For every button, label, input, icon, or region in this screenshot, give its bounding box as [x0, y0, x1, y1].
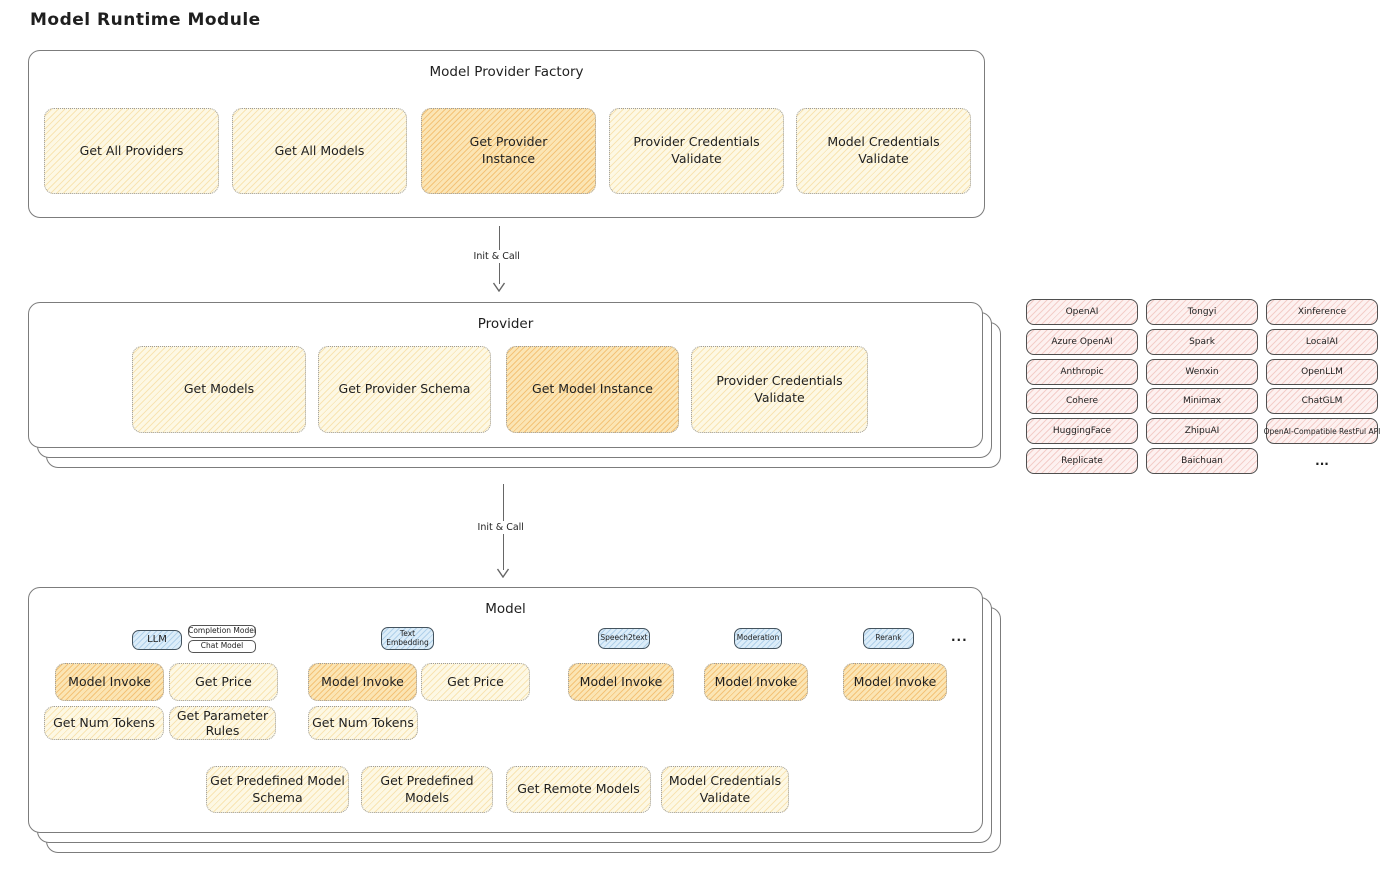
node-llm-get-num-tokens: Get Num Tokens — [44, 706, 164, 740]
node-moderation-model-invoke: Model Invoke — [704, 663, 808, 701]
provider-box: Provider Get Models Get Provider Schema … — [28, 302, 983, 448]
arrow-label: Init & Call — [468, 250, 525, 263]
provider-pill-spark: Spark — [1146, 328, 1258, 355]
arrow-provider-to-model: Init & Call — [472, 484, 529, 578]
provider-pill-anthropic: Anthropic — [1026, 358, 1138, 385]
provider-pill-azure-openai: Azure OpenAI — [1026, 328, 1138, 355]
arrowhead-icon — [492, 282, 506, 292]
node-speech2text-model-invoke: Model Invoke — [568, 663, 674, 701]
provider-pill-localai: LocalAI — [1266, 328, 1378, 355]
page-title: Model Runtime Module — [30, 10, 261, 30]
text-embedding-tag: Text Embedding — [381, 627, 434, 650]
model-box: Model LLM Completion Model Chat Model Te… — [28, 587, 983, 833]
provider-pill-chatglm: ChatGLM — [1266, 388, 1378, 415]
node-get-provider-schema: Get Provider Schema — [318, 346, 491, 433]
node-get-predefined-model-schema: Get Predefined Model Schema — [206, 766, 349, 813]
provider-pill-minimax: Minimax — [1146, 388, 1258, 415]
node-get-all-providers: Get All Providers — [44, 108, 219, 194]
node-provider-credentials-validate: Provider Credentials Validate — [691, 346, 868, 433]
provider-pill-huggingface: HuggingFace — [1026, 418, 1138, 445]
node-get-predefined-models: Get Predefined Models — [361, 766, 493, 813]
arrow-factory-to-provider: Init & Call — [468, 226, 525, 292]
speech2text-tag: Speech2text — [598, 628, 650, 649]
node-llm-model-invoke: Model Invoke — [55, 663, 164, 701]
provider-list: OpenAI Tongyi Xinference Azure OpenAI Sp… — [1026, 299, 1380, 474]
model-tags-ellipsis: ... — [951, 630, 968, 644]
node-text-embedding-model-invoke: Model Invoke — [308, 663, 417, 701]
node-llm-get-price: Get Price — [169, 663, 278, 701]
provider-pill-baichuan: Baichuan — [1146, 447, 1258, 474]
provider-pill-cohere: Cohere — [1026, 388, 1138, 415]
node-model-credentials-validate-factory: Model Credentials Validate — [796, 108, 971, 194]
node-rerank-model-invoke: Model Invoke — [843, 663, 947, 701]
provider-panel: Provider Get Models Get Provider Schema … — [28, 302, 1001, 468]
provider-pill-zhipuai: ZhipuAI — [1146, 418, 1258, 445]
node-text-embedding-get-price: Get Price — [421, 663, 530, 701]
moderation-tag: Moderation — [734, 628, 782, 649]
provider-pill-openai-compatible-restful-api: OpenAI-Compatible RestFul API — [1264, 418, 1380, 445]
arrowhead-icon — [496, 568, 510, 578]
node-model-credentials-validate: Model Credentials Validate — [661, 766, 789, 813]
node-get-parameter-rules: Get Parameter Rules — [169, 706, 276, 740]
provider-title: Provider — [477, 316, 534, 332]
model-provider-factory-panel: Model Provider Factory Get All Providers… — [28, 50, 985, 218]
llm-tag: LLM — [132, 630, 182, 650]
node-text-embedding-get-num-tokens: Get Num Tokens — [308, 706, 418, 740]
chat-model-tag: Chat Model — [188, 640, 256, 653]
arrow-label: Init & Call — [472, 521, 529, 534]
node-get-all-models: Get All Models — [232, 108, 407, 194]
provider-list-ellipsis: ... — [1315, 453, 1329, 468]
provider-pill-openai: OpenAI — [1026, 299, 1138, 325]
model-title: Model — [485, 601, 526, 617]
node-get-model-instance: Get Model Instance — [506, 346, 679, 433]
provider-pill-xinference: Xinference — [1266, 299, 1378, 325]
model-provider-factory-title: Model Provider Factory — [429, 64, 584, 80]
model-panel: Model LLM Completion Model Chat Model Te… — [28, 587, 1001, 853]
rerank-tag: Rerank — [863, 628, 914, 649]
provider-pill-replicate: Replicate — [1026, 447, 1138, 474]
node-get-models: Get Models — [132, 346, 306, 433]
provider-pill-wenxin: Wenxin — [1146, 358, 1258, 385]
provider-pill-tongyi: Tongyi — [1146, 299, 1258, 325]
provider-pill-openllm: OpenLLM — [1266, 358, 1378, 385]
node-provider-credentials-validate-factory: Provider Credentials Validate — [609, 108, 784, 194]
node-get-remote-models: Get Remote Models — [506, 766, 651, 813]
node-get-provider-instance: Get Provider Instance — [421, 108, 596, 194]
completion-model-tag: Completion Model — [188, 625, 256, 638]
model-provider-factory-box: Model Provider Factory Get All Providers… — [28, 50, 985, 218]
